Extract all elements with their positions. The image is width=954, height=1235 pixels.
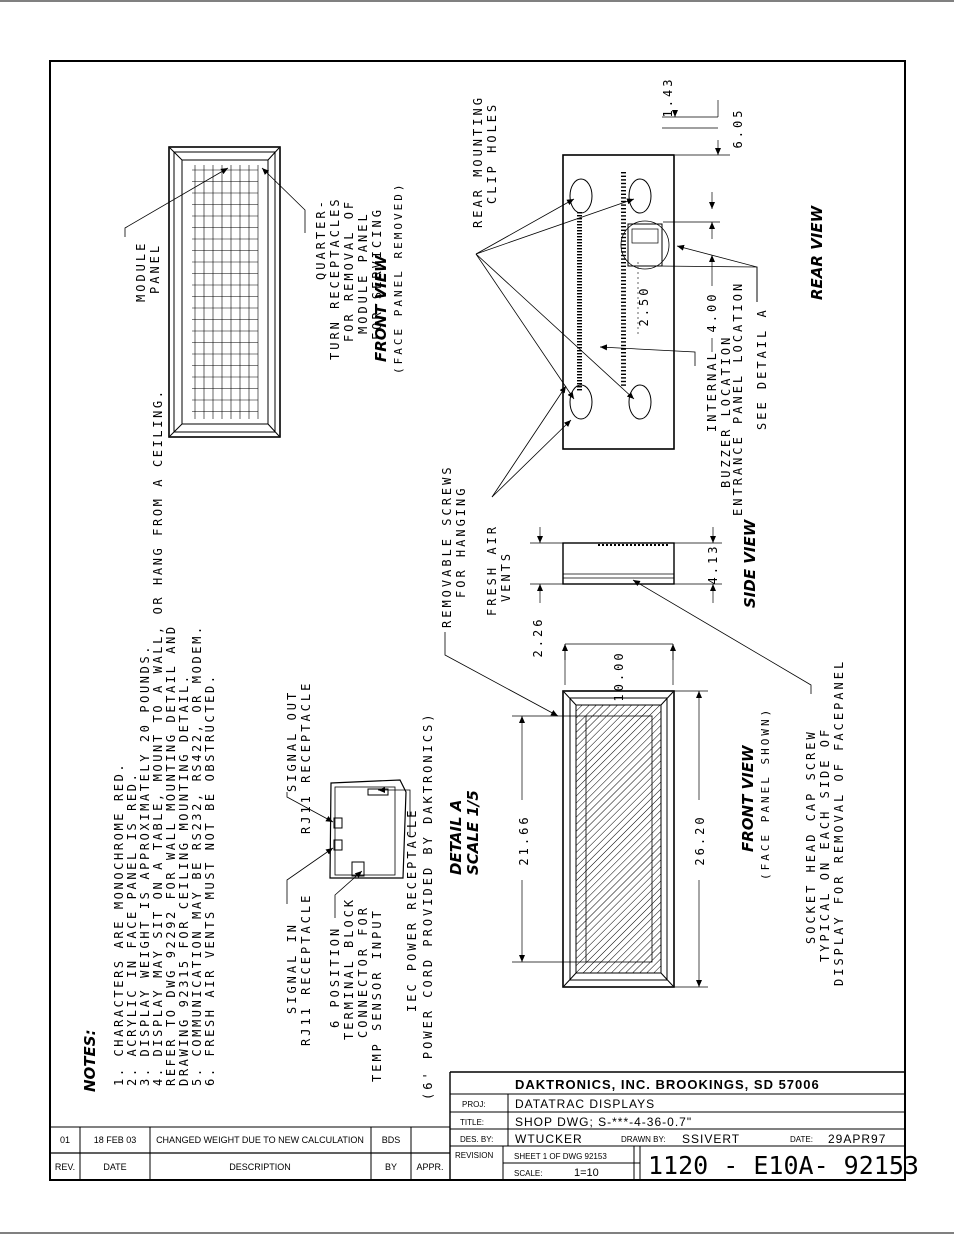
front-view-removed-title: FRONT VIEW: [372, 254, 390, 362]
entrance-label-2: SEE DETAIL A: [755, 307, 769, 430]
drawn-value: SSIVERT: [682, 1132, 740, 1146]
rev-description-cell: CHANGED WEIGHT DUE TO NEW CALCULATION: [156, 1135, 364, 1145]
revision-rows: 01 18 FEB 03 CHANGED WEIGHT DUE TO NEW C…: [55, 1135, 444, 1172]
detail-a-title: DETAIL A: [447, 800, 465, 875]
note-line: REFER TO DWG 92292 FOR WALL MOUNTING DET…: [164, 624, 178, 1086]
socket-screw-label-1: SOCKET HEAD CAP SCREW: [804, 729, 818, 944]
rev-date-cell: 18 FEB 03: [94, 1135, 137, 1145]
drawing-number: 1120 - E10A- 92153: [648, 1151, 919, 1180]
revision-table: [50, 1072, 451, 1180]
des-label: DES. BY:: [460, 1135, 493, 1144]
date-value: 29APR97: [828, 1132, 886, 1146]
dim-6-05: 6.05: [731, 108, 745, 149]
power-label-1: IEC POWER RECEPTACLE: [405, 808, 419, 1013]
module-panel-label: MODULE: [134, 241, 148, 302]
fresh-air-label-1: FRESH AIR: [485, 524, 499, 616]
dim-26-20: 26.20: [693, 814, 707, 865]
dim-2-50: 2.50: [637, 286, 651, 327]
terminal-label-4: TEMP SENSOR INPUT: [370, 908, 384, 1082]
module-panel-label-2: PANEL: [148, 243, 162, 294]
title-block-grid: [450, 1071, 905, 1180]
note-line: 6. FRESH AIR VENTS MUST NOT BE OBSTRUCTE…: [203, 673, 217, 1086]
side-view-title: SIDE VIEW: [741, 518, 759, 608]
rear-view-labels: REAR MOUNTING CLIP HOLES 1.43 6.05 2.50 …: [471, 77, 826, 516]
quarter-turn-label-2: TURN RECEPTACLES: [328, 196, 342, 360]
front-view-removed-subtitle: (FACE PANEL REMOVED): [392, 182, 405, 374]
note-line: DRAWING 92315 FOR CEILING MOUNTING DETAI…: [177, 673, 191, 1086]
header-rev: REV.: [55, 1162, 75, 1172]
dim-2-26: 2.26: [531, 617, 545, 658]
detail-a-drawing: [329, 779, 407, 879]
entrance-label-1: ENTRANCE PANEL LOCATION: [731, 281, 745, 516]
front-view-shown-drawing: [562, 690, 675, 988]
signal-out-label-2: RJ11 RECEPTACLE: [299, 681, 313, 834]
dim-1-43: 1.43: [661, 77, 675, 118]
note-line: 2. ACRYLIC IN FACE PANEL IS RED.: [125, 772, 139, 1086]
proj-label: PROJ:: [462, 1100, 486, 1109]
company-name: DAKTRONICS, INC. BROOKINGS, SD 57006: [515, 1077, 820, 1092]
socket-screw-label-2: TYPICAL ON EACH SIDE OF: [818, 727, 832, 962]
terminal-label-1: 6 POSITION: [328, 926, 342, 1028]
note-line: 4. DISPLAY MAY SIT ON A TABLE, MOUNT TO …: [151, 388, 165, 1086]
note-line: 5. COMMUNICATION MAY BE RS232, RS422, OR…: [190, 624, 204, 1086]
title-label: TITLE:: [460, 1118, 484, 1127]
rear-view-drawing: [562, 154, 675, 450]
title-value: SHOP DWG; S-***-4-36-0.7": [515, 1115, 692, 1129]
rear-clips-label-2: CLIP HOLES: [485, 102, 499, 204]
side-view-labels: FRESH AIR VENTS 2.26 4.13 SIDE VIEW: [485, 518, 759, 657]
notes-heading: NOTES:: [81, 1029, 99, 1092]
proj-value: DATATRAC DISPLAYS: [515, 1097, 655, 1111]
signal-in-label-1: SIGNAL IN: [285, 922, 299, 1014]
rear-view-title: REAR VIEW: [808, 204, 826, 300]
scale-label: SCALE:: [514, 1169, 542, 1178]
removable-screws-label-2: FOR HANGING: [454, 486, 468, 598]
rev-by-cell: BDS: [382, 1135, 401, 1145]
buzzer-label-2: BUZZER LOCATION: [719, 335, 733, 488]
quarter-turn-label-4: MODULE PANEL: [356, 211, 370, 334]
buzzer-label-1: INTERNAL: [705, 350, 719, 432]
dim-10-00: 10.00: [612, 650, 626, 701]
detail-a-scale: SCALE 1/5: [464, 790, 482, 875]
front-view-shown-subtitle: (FACE PANEL SHOWN): [759, 707, 772, 880]
dim-21-66: 21.66: [517, 814, 531, 865]
front-view-shown-labels: 10.00 21.66 26.20 REMOVABLE SCREWS FOR H…: [440, 385, 846, 988]
dim-4-13: 4.13: [706, 544, 720, 585]
removable-screws-label-1: REMOVABLE SCREWS: [440, 464, 454, 628]
signal-in-label-2: RJ11 RECEPTACLE: [299, 893, 313, 1046]
sheet-value: SHEET 1 OF DWG 92153: [514, 1152, 607, 1161]
header-description: DESCRIPTION: [229, 1162, 291, 1172]
side-view-drawing: [562, 542, 675, 585]
drawing-border: [49, 60, 906, 1181]
front-view-removed-labels: MODULE PANEL QUARTER- TURN RECEPTACLES F…: [124, 167, 405, 374]
terminal-label-3: CONNECTOR FOR: [356, 905, 370, 1038]
drawn-label: DRAWN BY:: [621, 1135, 666, 1144]
notes-block: NOTES: 1. CHARACTERS ARE MONOCHROME RED.…: [81, 388, 217, 1092]
front-view-shown-title: FRONT VIEW: [739, 744, 757, 852]
header-by: BY: [385, 1162, 397, 1172]
rear-clips-label-1: REAR MOUNTING: [471, 95, 485, 228]
front-view-removed-drawing: [168, 146, 281, 438]
signal-out-label-1: SIGNAL OUT: [285, 690, 299, 792]
fresh-air-label-2: VENTS: [499, 551, 513, 602]
note-line: 3. DISPLAY WEIGHT IS APPROXIMATELY 20 PO…: [138, 644, 152, 1086]
des-value: WTUCKER: [515, 1132, 583, 1146]
dim-4-00: 4.00: [705, 292, 719, 333]
quarter-turn-label-1: QUARTER-: [314, 198, 328, 280]
quarter-turn-label-3: FOR REMOVAL OF: [342, 199, 356, 342]
date-label: DATE:: [790, 1135, 813, 1144]
detail-a-labels: DETAIL A SCALE 1/5 SIGNAL OUT RJ11 RECEP…: [285, 681, 482, 1100]
note-line: 1. CHARACTERS ARE MONOCHROME RED.: [112, 762, 126, 1086]
revision-label: REVISION: [455, 1151, 493, 1160]
title-block-text: DAKTRONICS, INC. BROOKINGS, SD 57006 PRO…: [455, 1077, 919, 1180]
scale-value: 1=10: [574, 1167, 599, 1179]
rev-cell: 01: [60, 1135, 70, 1145]
terminal-label-2: TERMINAL BLOCK: [342, 897, 356, 1040]
quarter-turn-label-5: FOR SERVICING: [370, 207, 384, 340]
header-appr: APPR.: [416, 1162, 443, 1172]
power-label-2: (6' POWER CORD PROVIDED BY DAKTRONICS): [421, 711, 435, 1100]
header-date: DATE: [103, 1162, 126, 1172]
socket-screw-label-3: DISPLAY FOR REMOVAL OF FACEPANEL: [832, 659, 846, 986]
